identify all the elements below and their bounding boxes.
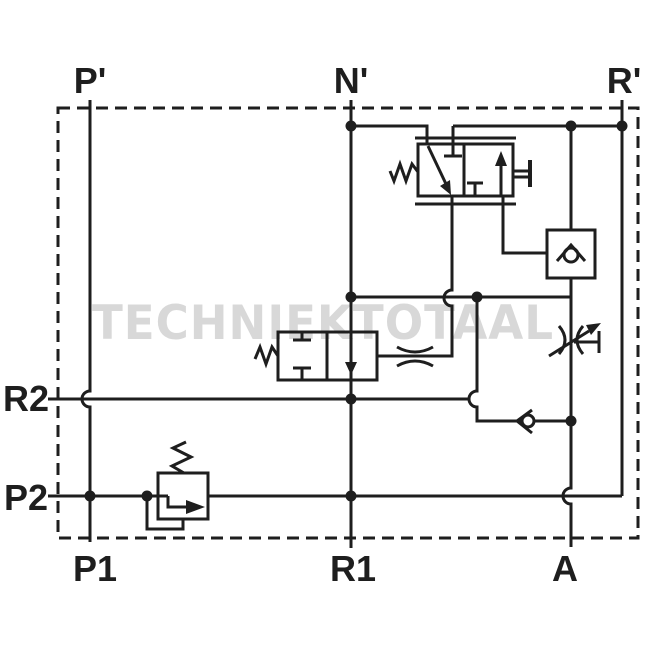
- port-label-p2: P2: [4, 477, 48, 518]
- flow-arrow-diagonal-head: [440, 180, 451, 195]
- junction-dot: [345, 393, 357, 405]
- line-to-port-a: [561, 421, 573, 547]
- junction-dot: [471, 291, 483, 303]
- line-p-prime-to-p1: [80, 100, 92, 542]
- fixed-restrictor-icon: [396, 345, 434, 368]
- port-label-p-prime: P': [74, 60, 107, 101]
- junction-dot: [345, 490, 357, 502]
- junction-dot: [565, 415, 577, 427]
- line-n-prime-to-valve-top: [351, 124, 429, 144]
- port-label-n-prime: N': [334, 60, 369, 101]
- boxed-check-valve: [545, 228, 597, 280]
- proportional-directional-valve: [388, 136, 532, 206]
- pressure-relief-valve: [145, 440, 210, 531]
- junction-dot: [84, 490, 96, 502]
- relief-flow-arrow-head: [186, 500, 205, 514]
- proportional-stroke-lines: [415, 136, 516, 206]
- junction-dot: [345, 291, 357, 303]
- blocked-port-bottom-tee: [467, 181, 483, 196]
- junction-dot: [616, 120, 628, 132]
- watermark-text: TECHNIEKTOTAAL: [92, 296, 554, 351]
- line-branch-477-with-jump: [467, 297, 571, 423]
- valve-spring-icon: [388, 159, 420, 186]
- adjust-arrow-head: [586, 323, 601, 335]
- adjustable-restrictor: [548, 323, 601, 358]
- junction-dot: [565, 120, 577, 132]
- valve-spring-icon: [168, 440, 195, 475]
- line-valve-to-check-box-side: [501, 196, 547, 255]
- dashed-enclosure-border: [56, 106, 640, 540]
- adjuster-stop-icon: [574, 331, 601, 353]
- check-seat-icon: [555, 242, 587, 262]
- junction-dot: [345, 120, 357, 132]
- junction-dots: [84, 120, 628, 502]
- flow-arrow-down-head: [345, 362, 357, 375]
- check-ball-icon: [520, 413, 536, 429]
- blocked-port-top-tee: [444, 126, 462, 158]
- relief-pilot-line: [145, 496, 185, 531]
- flow-arrow-up-head: [495, 151, 507, 166]
- port-label-r-prime: R': [607, 60, 642, 101]
- plunger-actuator-stem: [513, 169, 529, 179]
- junction-dot: [141, 490, 153, 502]
- relief-flow-path: [166, 496, 186, 509]
- check-box-body: [545, 228, 597, 280]
- flow-arrow-diagonal: [426, 145, 448, 185]
- shutoff-directional-valve: [253, 330, 379, 382]
- check-valve: [516, 408, 536, 435]
- adjust-arrow-shaft: [548, 329, 590, 358]
- port-label-a: A: [552, 548, 578, 589]
- port-label-r1: R1: [330, 548, 376, 589]
- valve-spring-icon: [253, 342, 280, 369]
- check-seat-icon: [516, 408, 533, 435]
- port-label-r2: R2: [3, 378, 49, 419]
- blocked-port-top-tee: [293, 332, 311, 342]
- port-label-p1: P1: [73, 548, 117, 589]
- blocked-port-bottom-tee: [293, 366, 311, 380]
- line-pilot-restrictor-riser: [377, 196, 454, 358]
